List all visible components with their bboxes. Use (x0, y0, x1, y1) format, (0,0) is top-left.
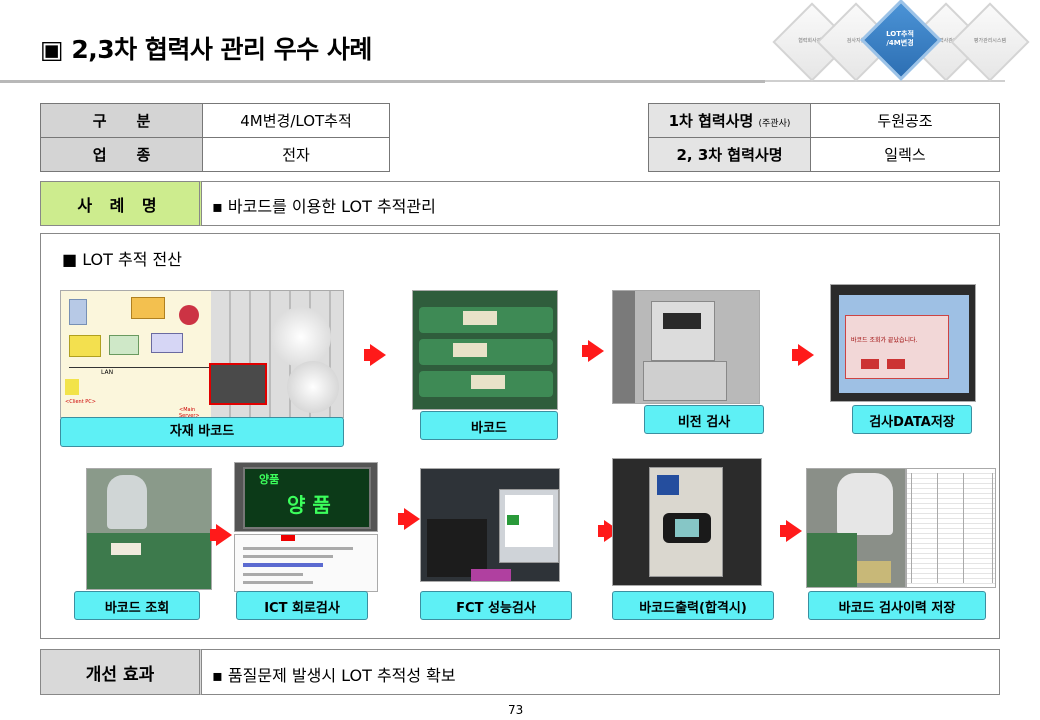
first-tier-value: 두원공조 (810, 103, 1000, 138)
diagram-server-label: <Main Server> (179, 407, 200, 418)
flow-arrow-4 (216, 524, 232, 546)
diagram-client-label: <Client PC> (65, 399, 96, 405)
nav-label-4: 협력사관리 (934, 38, 958, 44)
flow-arrow-3 (798, 344, 814, 366)
diagram-lan-label: LAN (101, 369, 114, 376)
popup-message: 바코드 조회가 끝났습니다. (851, 337, 918, 344)
ict-photo: 양품 양 품 (234, 462, 378, 532)
flow-arrow-3-stem (792, 349, 800, 361)
type-value: 4M변경/LOT추적 (202, 103, 390, 138)
flow-arrow-7-stem (780, 525, 788, 537)
fct-photo (420, 468, 560, 582)
type-label: 구 분 (40, 103, 203, 138)
step-label-print: 바코드출력(합격시) (612, 591, 774, 620)
nav-label-2: 검사지원 (846, 38, 866, 44)
flow-arrow-1 (370, 344, 386, 366)
ict-pass-top: 양품 (259, 473, 280, 486)
second-tier-value: 일렉스 (810, 137, 1000, 172)
industry-value: 전자 (202, 137, 390, 172)
info-table-left: 구 분 4M변경/LOT추적 업 종 전자 (40, 103, 390, 172)
flow-arrow-2 (588, 340, 604, 362)
step-label-fct: FCT 성능검사 (420, 591, 572, 620)
flow-arrow-4-stem (210, 529, 218, 541)
step-label-vision: 비전 검사 (644, 405, 764, 434)
vision-inspection-photo (612, 290, 760, 404)
first-tier-label-text: 1차 협력사명 (668, 112, 754, 130)
flow-arrow-2-stem (582, 345, 590, 357)
title-underline (0, 80, 765, 83)
flow-arrow-1-stem (364, 349, 372, 361)
improvement-label: 개선 효과 (40, 649, 202, 695)
page-title: ▣ 2,3차 협력사 관리 우수 사례 (40, 35, 372, 64)
step-label-ict: ICT 회로검사 (236, 591, 368, 620)
process-panel (40, 233, 1000, 639)
page-number: 73 (508, 703, 524, 717)
step-label-barcode-lookup: 바코드 조회 (74, 591, 200, 620)
first-tier-note: (주관사) (758, 119, 791, 129)
flow-arrow-5-stem (398, 513, 406, 525)
step-label-barcode: 바코드 (420, 411, 558, 440)
title-underline-right (765, 80, 1005, 82)
ict-log-photo (234, 534, 378, 592)
barcode-pcb-photo (412, 290, 558, 410)
nav-label-active: LOT추적 /4M변경 (886, 30, 914, 47)
case-text: ▪ 바코드를 이용한 LOT 추적관리 (212, 197, 436, 216)
improvement-text: ▪ 품질문제 발생시 LOT 추적성 확보 (212, 666, 456, 685)
barcode-printer-photo (612, 458, 762, 586)
step-label-material-barcode: 자재 바코드 (60, 417, 344, 447)
ict-pass-big: 양 품 (287, 493, 331, 517)
material-barcode-photo: LAN <Client PC> <Main Server> (60, 290, 344, 418)
history-photo (806, 468, 906, 588)
section-title: ■ LOT 추적 전산 (62, 250, 182, 269)
process-nav: 협력회사관리 검사지원 협력사관리 평가관리시스템 LOT추적 /4M변경 (770, 0, 1040, 82)
industry-label: 업 종 (40, 137, 203, 172)
scanner-highlight (209, 363, 267, 405)
system-diagram: LAN <Client PC> <Main Server> (61, 291, 211, 418)
inspection-data-photo: 바코드 조회가 끝났습니다. (830, 284, 976, 402)
barcode-lookup-photo (86, 468, 212, 590)
first-tier-label: 1차 협력사명 (주관사) (648, 103, 811, 138)
info-table-right: 1차 협력사명 (주관사) 두원공조 2, 3차 협력사명 일렉스 (648, 103, 1000, 172)
step-label-data-save: 검사DATA저장 (852, 405, 972, 434)
nav-label-5: 평가관리시스템 (973, 38, 1007, 44)
flow-arrow-6-stem (598, 525, 606, 537)
nav-label-1: 협력회사관리 (798, 38, 826, 44)
case-label: 사 례 명 (40, 181, 202, 226)
history-log-photo (906, 468, 996, 588)
step-label-history: 바코드 검사이력 저장 (808, 591, 986, 620)
second-tier-label: 2, 3차 협력사명 (648, 137, 811, 172)
flow-arrow-5 (404, 508, 420, 530)
flow-arrow-7 (786, 520, 802, 542)
